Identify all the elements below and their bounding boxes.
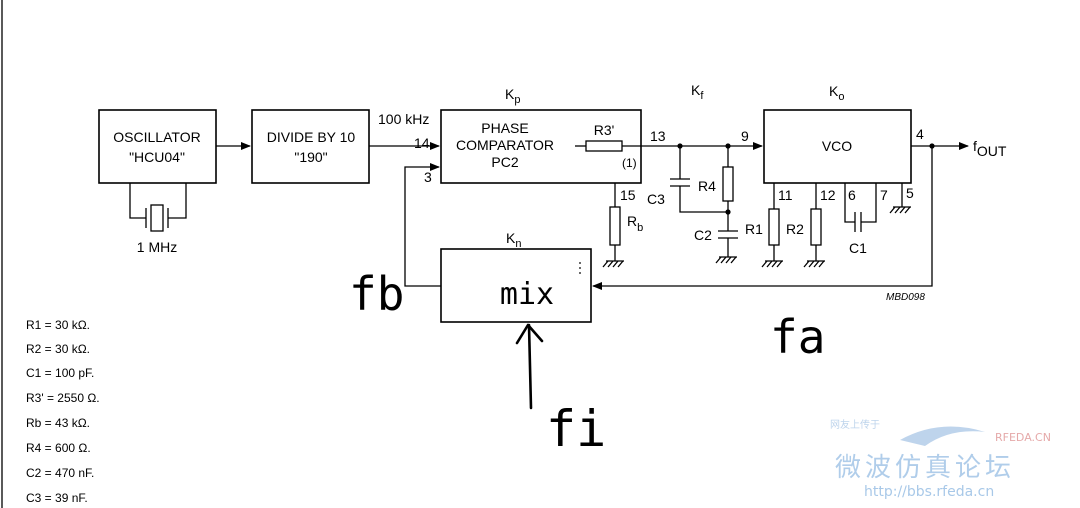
resistor-r1: 11 R1 bbox=[745, 183, 793, 268]
pin-6: 6 bbox=[848, 187, 856, 203]
kf-label: Kf bbox=[691, 82, 704, 102]
resistor-rb: 15 Rb bbox=[602, 183, 643, 268]
rb-label: Rb bbox=[627, 213, 643, 234]
pin-13: 13 bbox=[650, 128, 666, 144]
figure-code: MBD098 bbox=[886, 292, 925, 303]
kn-label: Kn bbox=[506, 230, 521, 250]
watermark: 网友上传于 RFEDA.CN 微波仿真论坛 http://bbs.rfeda.c… bbox=[830, 418, 1051, 500]
pin-7: 7 bbox=[880, 187, 888, 203]
fb-handwriting: fb bbox=[349, 267, 404, 321]
pin-15: 15 bbox=[620, 187, 636, 203]
c2-label: C2 bbox=[694, 227, 712, 243]
r4-label: R4 bbox=[698, 178, 716, 194]
feedback-wire bbox=[592, 146, 933, 290]
fi-handwriting: fi bbox=[546, 400, 606, 458]
note-1: (1) bbox=[622, 156, 637, 170]
pin-9: 9 bbox=[741, 128, 749, 144]
divider-block: DIVIDE BY 10 "190" bbox=[251, 109, 370, 184]
value-r3: R3' = 2550 Ω. bbox=[26, 391, 100, 405]
watermark-url: http://bbs.rfeda.cn bbox=[864, 484, 994, 500]
pin-3: 3 bbox=[424, 169, 432, 185]
reference-frequency: 100 kHz bbox=[378, 111, 429, 127]
value-c1: C1 = 100 pF. bbox=[26, 366, 94, 380]
pin-4: 4 bbox=[916, 126, 924, 142]
kp-label: Kp bbox=[505, 86, 520, 106]
crystal-symbol: 1 MHz bbox=[129, 183, 187, 255]
comparator-label: COMPARATOR bbox=[456, 137, 554, 153]
phase-comparator-block: PHASE COMPARATOR PC2 R3' (1) bbox=[440, 109, 642, 184]
mix-block: mix bbox=[440, 248, 592, 323]
phase-label: PHASE bbox=[481, 120, 528, 136]
oscillator-block: OSCILLATOR "HCU04" bbox=[98, 109, 217, 184]
watermark-tagline: 网友上传于 bbox=[830, 418, 880, 431]
divider-part: "190" bbox=[294, 149, 327, 165]
value-rb: Rb = 43 kΩ. bbox=[26, 416, 90, 430]
vco-label: VCO bbox=[822, 138, 852, 154]
divider-label: DIVIDE BY 10 bbox=[267, 129, 356, 145]
crystal-frequency: 1 MHz bbox=[137, 239, 177, 255]
value-r1: R1 = 30 kΩ. bbox=[26, 318, 90, 332]
ground-pin5: 5 bbox=[889, 183, 914, 214]
component-values: R1 = 30 kΩ. R2 = 30 kΩ. C1 = 100 pF. R3'… bbox=[26, 318, 100, 505]
ko-label: Ko bbox=[829, 83, 844, 103]
pc2-label: PC2 bbox=[491, 154, 518, 170]
pin-5: 5 bbox=[906, 185, 914, 201]
oscillator-part: "HCU04" bbox=[129, 149, 185, 165]
mix-label: mix bbox=[500, 277, 554, 312]
oscillator-label: OSCILLATOR bbox=[113, 129, 200, 145]
value-r2: R2 = 30 kΩ. bbox=[26, 342, 90, 356]
c1-label: C1 bbox=[849, 240, 867, 256]
watermark-bird-icon bbox=[900, 426, 985, 446]
fa-handwriting: fa bbox=[770, 310, 825, 364]
output-wire: 4 fOUT bbox=[911, 126, 1007, 159]
pin-11: 11 bbox=[778, 187, 793, 203]
r1-label: R1 bbox=[745, 221, 763, 237]
c3-label: C3 bbox=[647, 191, 665, 207]
value-r4: R4 = 600 Ω. bbox=[26, 441, 91, 455]
pin-14: 14 bbox=[414, 135, 430, 151]
pin-12: 12 bbox=[820, 187, 836, 203]
r2-label: R2 bbox=[786, 221, 804, 237]
r3-label: R3' bbox=[594, 122, 615, 138]
loop-filter: 13 9 C3 R4 C2 bbox=[641, 128, 763, 264]
fout-label: fOUT bbox=[973, 138, 1007, 159]
resistor-r2: 12 R2 bbox=[786, 183, 836, 268]
fi-arrow bbox=[515, 323, 544, 410]
watermark-site: 微波仿真论坛 bbox=[835, 453, 1015, 483]
value-c2: C2 = 470 nF. bbox=[26, 466, 94, 480]
vco-block: VCO bbox=[763, 109, 912, 184]
mix-to-comparator-wire bbox=[404, 163, 441, 287]
capacitor-c1: 6 7 C1 bbox=[844, 183, 888, 256]
value-c3: C3 = 39 nF. bbox=[26, 491, 88, 505]
watermark-brand: RFEDA.CN bbox=[995, 431, 1051, 444]
